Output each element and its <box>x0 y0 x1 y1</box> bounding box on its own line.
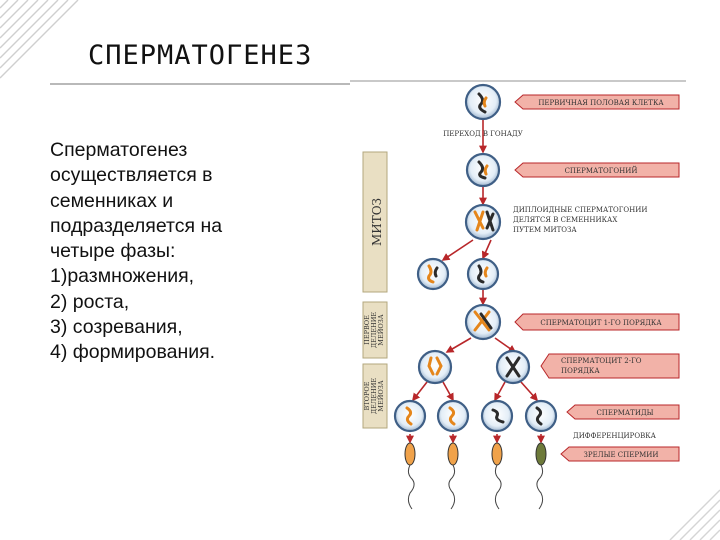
slide-title: СПЕРМАТОГЕНЕЗ <box>88 40 313 71</box>
arrow <box>494 337 517 353</box>
meiosis2-label-line: ДЕЛЕНИЕ <box>370 378 378 415</box>
label-diploid-line: ДЕЛЯТСЯ В СЕМЕННИКАХ <box>513 216 617 224</box>
meiosis1-band: ПЕРВОЕ ДЕЛЕНИЕ МЕЙОЗА <box>362 301 388 359</box>
label-migration: ПЕРЕХОД В ГОНАДУ <box>443 130 523 138</box>
arrow <box>494 381 506 402</box>
meiosis1-label-line: ПЕРВОЕ <box>363 315 371 345</box>
meiosis2-band: ВТОРОЕ ДЕЛЕНИЕ МЕЙОЗА <box>362 363 388 429</box>
label-mature-sperm: ЗРЕЛЫЕ СПЕРМИИ <box>584 451 659 459</box>
title-underline-right <box>350 80 686 82</box>
spermatogonium-dividing-cell <box>464 203 502 241</box>
label-arrow-shape <box>540 353 680 379</box>
arrow <box>445 337 472 353</box>
label-diploid-line: ДИПЛОИДНЫЕ СПЕРМАТОГОНИИ <box>513 206 647 214</box>
corner-decoration-top-left <box>0 0 79 79</box>
mitosis-label: МИТОЗ <box>370 198 384 246</box>
label-spermatocyte2-line: ПОРЯДКА <box>561 367 600 375</box>
arrow <box>442 381 454 402</box>
sperm <box>535 442 547 510</box>
spermatocyte2-cell <box>417 349 453 385</box>
text-line: осуществляется в <box>50 164 213 187</box>
text-line: семенниках и <box>50 189 174 212</box>
arrow <box>481 239 492 260</box>
label-arrow-shape <box>514 162 680 178</box>
spermatid-cell <box>524 399 558 433</box>
label-spermatids: СПЕРМАТИДЫ <box>596 409 653 417</box>
meiosis2-label-line: МЕЙОЗА <box>376 380 385 411</box>
spermatogonium-daughter-cell <box>466 257 500 291</box>
stage-labels: ПЕРВИЧНАЯ ПОЛОВАЯ КЛЕТКА ПЕРЕХОД В ГОНАД… <box>443 94 680 462</box>
label-spermatocyte1: СПЕРМАТОЦИТ 1-ГО ПОРЯДКА <box>540 319 662 327</box>
arrows <box>406 120 545 444</box>
spermatogenesis-diagram: МИТОЗ ПЕРВОЕ ДЕЛЕНИЕ МЕЙОЗА ВТОРОЕ ДЕЛЕН… <box>355 82 687 522</box>
text-line: 1)размножения, <box>50 265 195 288</box>
text-line: Сперматогенез <box>50 139 188 161</box>
text-line: 2) роста, <box>50 290 130 313</box>
label-arrow-shape <box>566 404 680 420</box>
corner-decoration-bottom-right <box>669 489 720 540</box>
label-arrow-shape <box>514 313 680 331</box>
label-diploid-line: ПУТЕМ МИТОЗА <box>513 226 577 234</box>
text-line: подразделяется на <box>50 214 223 237</box>
diagram-canvas: МИТОЗ ПЕРВОЕ ДЕЛЕНИЕ МЕЙОЗА ВТОРОЕ ДЕЛЕН… <box>362 83 680 510</box>
spermatogonium-daughter-cell <box>416 257 450 291</box>
meiosis2-label-line: ВТОРОЕ <box>363 381 371 410</box>
meiosis1-label-line: ДЕЛЕНИЕ <box>370 312 378 349</box>
meiosis1-label-line: МЕЙОЗА <box>376 314 385 345</box>
sperm <box>447 442 459 510</box>
arrow <box>412 381 428 402</box>
label-spermatocyte2-line: СПЕРМАТОЦИТ 2-ГО <box>561 357 642 365</box>
text-line: четыре фазы: <box>50 240 176 263</box>
title-underline <box>50 83 350 85</box>
cells <box>393 83 558 433</box>
arrow <box>520 381 539 402</box>
label-differentiation: ДИФФЕРЕНЦИРОВКА <box>573 432 657 440</box>
body-text: Сперматогенез осуществляется в семенника… <box>50 138 340 366</box>
label-arrow-shape <box>560 446 680 462</box>
label-arrow-shape <box>514 94 680 110</box>
sperm <box>491 442 503 510</box>
sperm <box>404 442 416 510</box>
label-spermatogonium: СПЕРМАТОГОНИЙ <box>565 166 638 175</box>
text-line: 3) созревания, <box>50 316 183 339</box>
label-primary-germ-cell: ПЕРВИЧНАЯ ПОЛОВАЯ КЛЕТКА <box>538 99 664 107</box>
mature-sperm-row <box>404 442 547 510</box>
mitosis-band: МИТОЗ <box>362 151 388 293</box>
chromosomes <box>405 92 543 426</box>
text-line: 4) формирования. <box>50 341 216 364</box>
arrow <box>441 239 474 261</box>
